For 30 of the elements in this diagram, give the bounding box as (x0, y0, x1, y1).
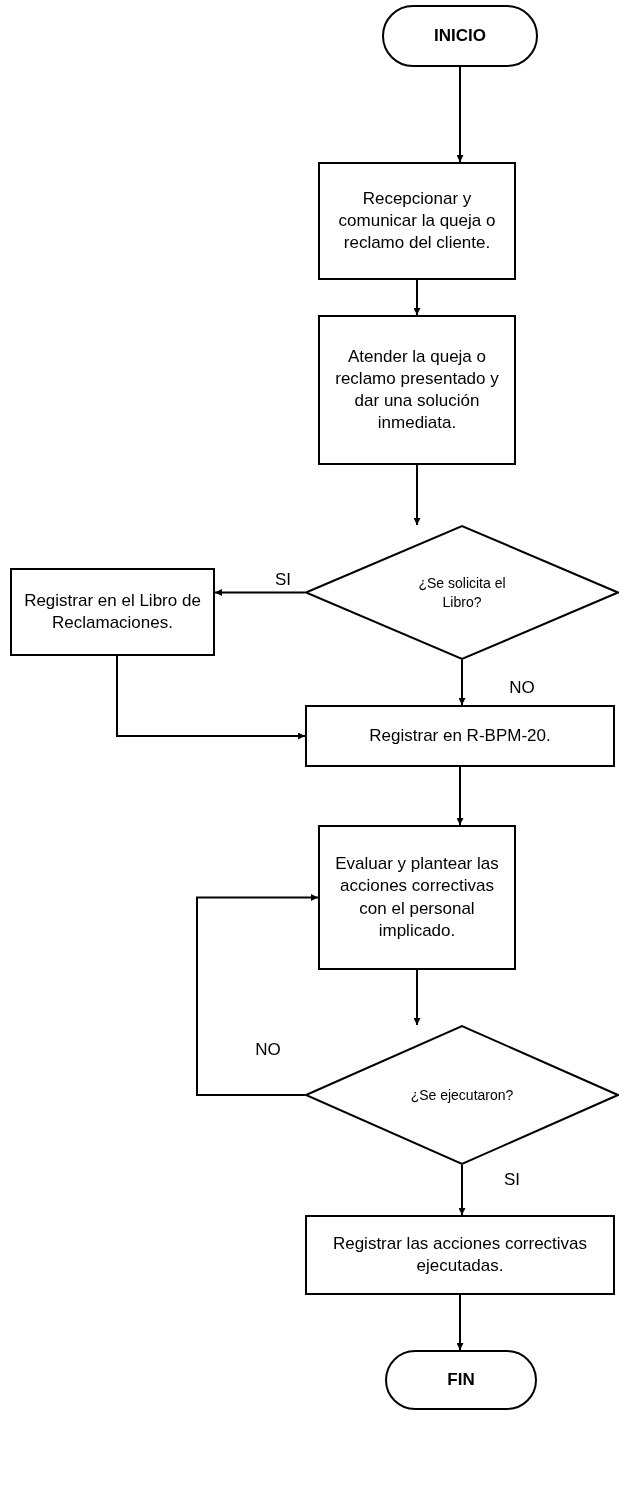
process-box (318, 315, 516, 465)
flow-arrow (196, 894, 319, 1096)
process-box (318, 162, 516, 280)
terminal-box (385, 1350, 537, 1410)
flow-arrow (214, 589, 306, 596)
process-box (305, 1215, 615, 1295)
node-text: Registrar las acciones correctivas ejecutadas. (331, 1232, 589, 1277)
flow-arrow (456, 66, 464, 163)
node-text: Evaluar y plantear las acciones correctivas con el personal implicado. (334, 853, 500, 942)
flow-arrow (116, 655, 306, 740)
node-text: Recepcionar y comunicar la queja o reclamo del cliente. (337, 187, 497, 255)
node-text: Atender la queja o reclamo presentado y dar una solución inmediata. (334, 345, 500, 435)
node-text: INICIO (434, 24, 486, 47)
node-text: ¿Se solicita el Libro? (417, 574, 507, 611)
flow-arrow (456, 766, 464, 826)
node-text: Registrar en el Libro de Reclamaciones. (23, 589, 202, 634)
flow-arrow (413, 279, 421, 316)
node-text: Registrar en R-BPM-20. (369, 724, 551, 747)
process-box (318, 825, 516, 970)
flow-arrow (458, 1164, 466, 1216)
node-text: FIN (447, 1368, 475, 1391)
flow-arrow (413, 969, 421, 1026)
node-text: ¿Se ejecutaron? (410, 1085, 514, 1105)
process-box (10, 568, 215, 656)
process-box (305, 705, 615, 767)
flow-arrow (456, 1294, 464, 1351)
flow-arrow (458, 659, 466, 706)
flow-arrow (413, 464, 421, 526)
decision-diamond (305, 1025, 619, 1165)
decision-diamond (305, 525, 619, 660)
